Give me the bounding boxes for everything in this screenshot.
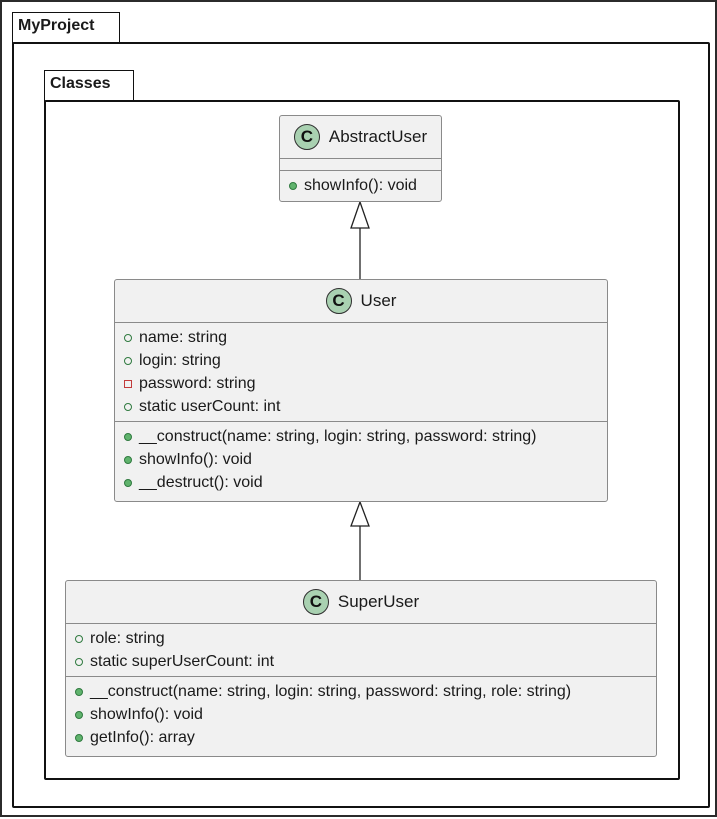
attribute-text: password: string	[139, 374, 256, 392]
attribute-item: static superUserCount: int	[75, 650, 656, 673]
operations-compartment: showInfo(): void	[280, 170, 441, 200]
class-header: C SuperUser	[66, 581, 656, 624]
attribute-text: login: string	[139, 351, 221, 369]
attribute-item: login: string	[124, 349, 607, 372]
public-field-marker-icon	[124, 356, 132, 365]
public-method-marker-icon	[75, 687, 83, 696]
class-name: SuperUser	[337, 592, 420, 611]
operation-text: __destruct(): void	[139, 473, 263, 491]
private-field-marker-icon	[124, 379, 132, 388]
class-user[interactable]: C User name: string login: string passwo…	[114, 279, 608, 502]
public-method-marker-icon	[124, 432, 132, 441]
operation-text: showInfo(): void	[304, 176, 417, 194]
class-header: C AbstractUser	[280, 116, 441, 159]
operation-text: __construct(name: string, login: string,…	[139, 427, 537, 445]
public-field-marker-icon	[75, 634, 83, 643]
operation-text: getInfo(): array	[90, 728, 195, 746]
operation-item: __construct(name: string, login: string,…	[75, 680, 656, 703]
attributes-compartment	[280, 159, 441, 170]
public-method-marker-icon	[124, 478, 132, 487]
public-method-marker-icon	[75, 710, 83, 719]
public-method-marker-icon	[124, 455, 132, 464]
attributes-compartment: name: string login: string password: str…	[115, 323, 607, 421]
operation-item: showInfo(): void	[289, 174, 441, 197]
public-field-marker-icon	[124, 333, 132, 342]
attribute-text: name: string	[139, 328, 228, 346]
attribute-text: static superUserCount: int	[90, 652, 275, 670]
class-c-icon: C	[325, 288, 352, 314]
operation-item: __construct(name: string, login: string,…	[124, 425, 607, 448]
operation-text: showInfo(): void	[139, 450, 252, 468]
attribute-item: password: string	[124, 372, 607, 395]
package-tab-classes: Classes	[44, 70, 134, 102]
operation-item: showInfo(): void	[124, 448, 607, 471]
attributes-compartment: role: string static superUserCount: int	[66, 624, 656, 676]
operations-compartment: __construct(name: string, login: string,…	[66, 676, 656, 752]
package-tab-myproject: MyProject	[12, 12, 120, 44]
operation-item: showInfo(): void	[75, 703, 656, 726]
public-method-marker-icon	[75, 733, 83, 742]
operation-text: __construct(name: string, login: string,…	[90, 682, 572, 700]
class-name: User	[360, 291, 397, 310]
generalization-superuser-to-user	[350, 500, 370, 580]
attribute-text: static userCount: int	[139, 397, 281, 415]
attribute-item: role: string	[75, 627, 656, 650]
class-header: C User	[115, 280, 607, 323]
attribute-item: static userCount: int	[124, 395, 607, 418]
class-name: AbstractUser	[328, 127, 428, 146]
operation-text: showInfo(): void	[90, 705, 203, 723]
public-field-marker-icon	[75, 657, 83, 666]
class-c-icon: C	[293, 124, 320, 150]
operation-item: getInfo(): array	[75, 726, 656, 749]
attribute-item: name: string	[124, 326, 607, 349]
package-name-myproject: MyProject	[18, 17, 95, 34]
generalization-user-to-abstractuser	[350, 200, 370, 279]
attribute-text: role: string	[90, 629, 165, 647]
public-field-marker-icon	[124, 402, 132, 411]
public-method-marker-icon	[289, 181, 297, 190]
class-c-icon: C	[302, 589, 329, 615]
class-superuser[interactable]: C SuperUser role: string static superUse…	[65, 580, 657, 757]
operation-item: __destruct(): void	[124, 471, 607, 494]
package-name-classes: Classes	[50, 75, 111, 92]
class-abstractuser[interactable]: C AbstractUser showInfo(): void	[279, 115, 442, 202]
operations-compartment: __construct(name: string, login: string,…	[115, 421, 607, 497]
